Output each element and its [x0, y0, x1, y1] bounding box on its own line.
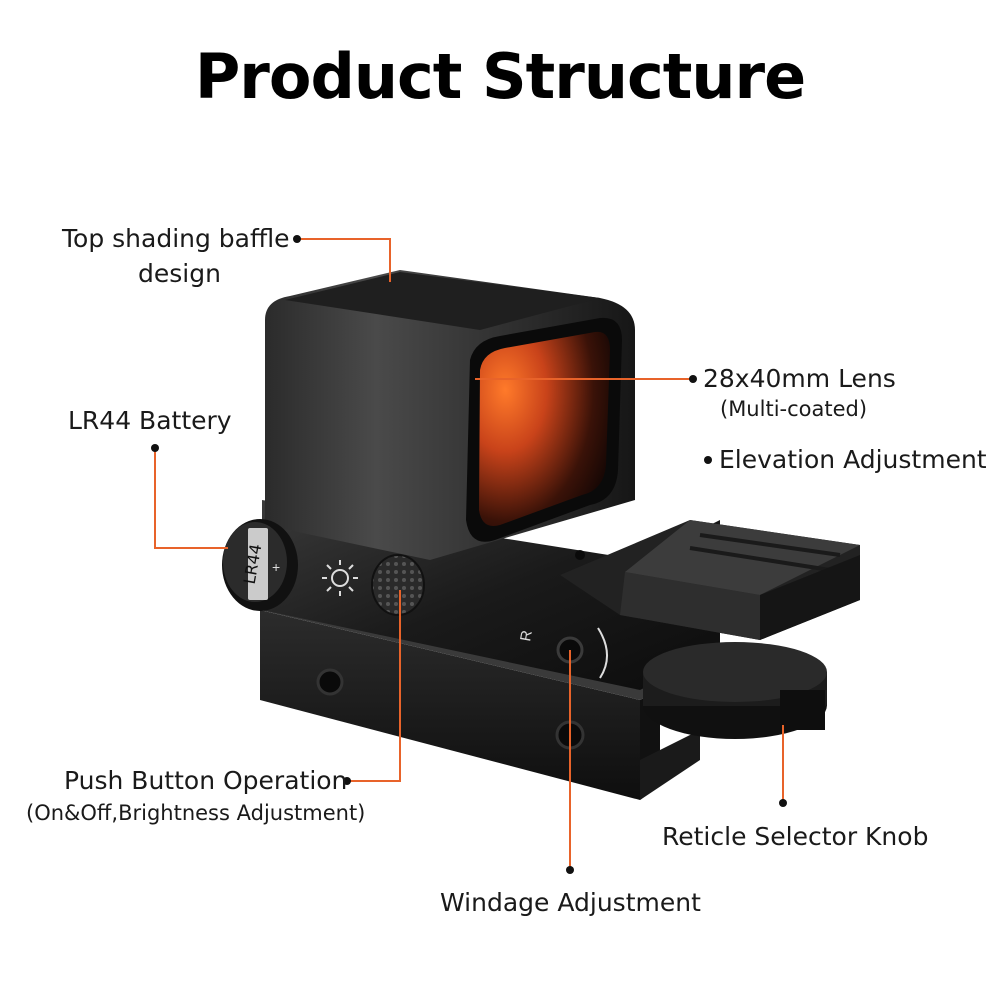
label-reticle: Reticle Selector Knob — [662, 822, 929, 851]
label-push-button: Push Button Operation — [64, 766, 348, 795]
label-windage: Windage Adjustment — [440, 888, 701, 917]
label-lens-sub: (Multi-coated) — [720, 397, 868, 421]
label-push-button-sub: (On&Off,Brightness Adjustment) — [26, 801, 366, 825]
lens-glass — [479, 331, 610, 526]
push-button — [371, 554, 425, 616]
windage-r-marking: R — [517, 629, 536, 643]
rotation-arrow-icon — [597, 627, 608, 679]
label-lens: 28x40mm Lens — [703, 364, 896, 393]
rail-screw-1 — [316, 668, 344, 696]
battery-cap-plus: + — [272, 559, 280, 575]
label-baffle-line2: design — [138, 259, 221, 288]
page-title: Product Structure — [194, 40, 806, 113]
reticle-selector-knob — [643, 642, 827, 739]
leader-lines — [154, 238, 784, 870]
sun-icon — [322, 560, 358, 596]
leader-dots — [151, 235, 787, 874]
battery-cap: LR44 + — [222, 519, 298, 611]
turret-housing — [560, 520, 860, 640]
label-battery: LR44 Battery — [68, 406, 232, 435]
label-baffle-line1: Top shading baffle — [62, 224, 290, 253]
leader-battery — [154, 448, 228, 549]
label-elevation: Elevation Adjustment — [719, 445, 987, 474]
leader-baffle — [297, 238, 391, 282]
body-hole — [575, 550, 585, 560]
leader-push-button — [347, 590, 401, 782]
